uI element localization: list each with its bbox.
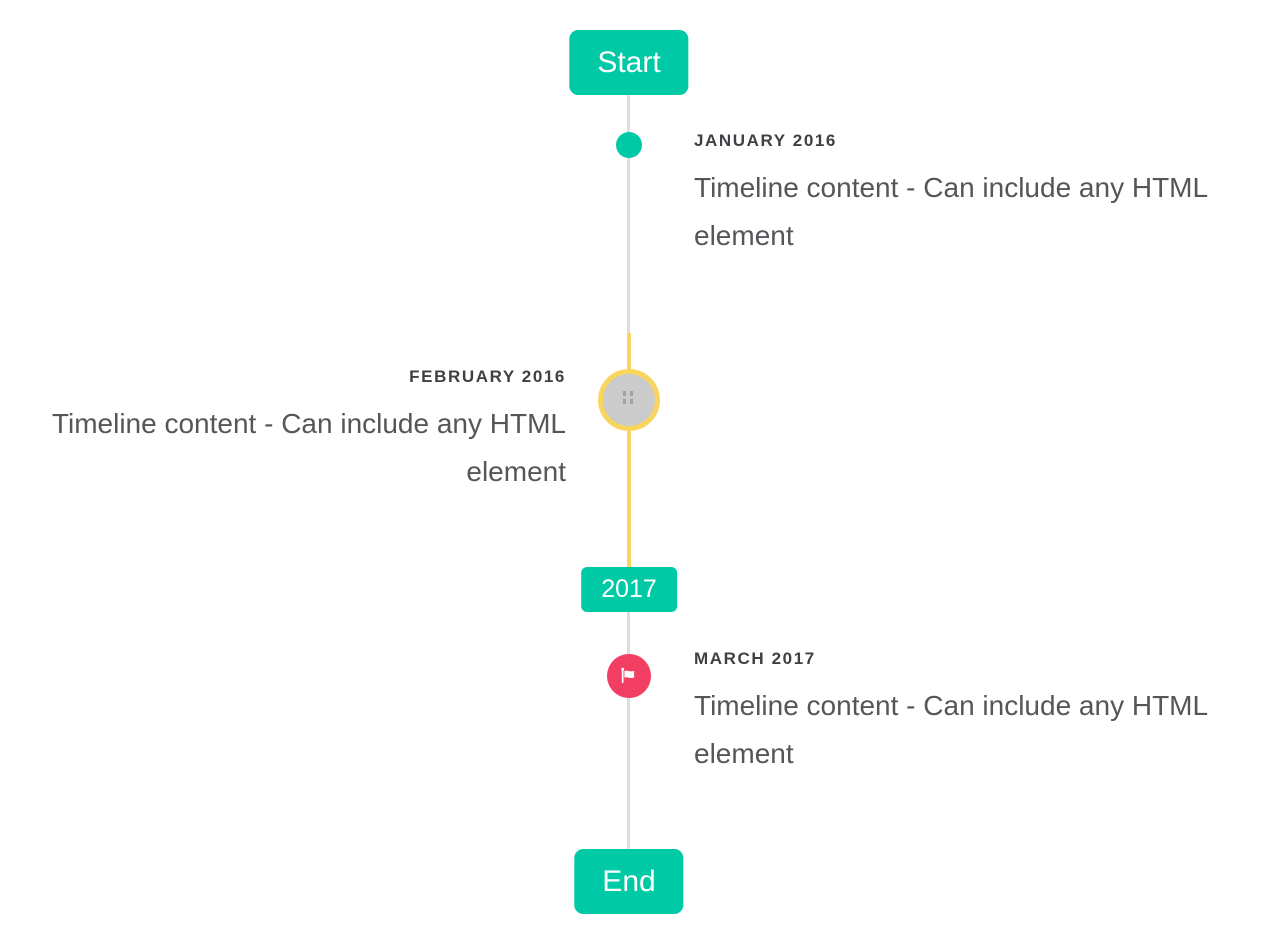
timeline-line-highlight [627, 333, 631, 567]
year-badge: 2017 [581, 567, 677, 612]
timeline-item-january: JANUARY 2016 Timeline content - Can incl… [694, 131, 1224, 260]
event-date-label: JANUARY 2016 [694, 131, 837, 150]
broken-image-icon [622, 391, 626, 396]
event-content: Timeline content - Can include any HTML … [51, 408, 566, 487]
timeline-item-february: FEBRUARY 2016 Timeline content - Can inc… [36, 367, 566, 496]
event-marker-january [616, 132, 642, 158]
event-date-label: FEBRUARY 2016 [409, 367, 566, 386]
event-marker-february [598, 369, 660, 431]
event-date-label: MARCH 2017 [694, 649, 816, 668]
event-content: Timeline content - Can include any HTML … [694, 690, 1208, 769]
start-button[interactable]: Start [569, 30, 689, 95]
end-button[interactable]: End [574, 849, 684, 914]
event-marker-march [607, 654, 651, 698]
timeline-item-march: MARCH 2017 Timeline content - Can includ… [694, 649, 1224, 778]
event-content: Timeline content - Can include any HTML … [694, 172, 1208, 251]
flag-icon [618, 665, 640, 687]
